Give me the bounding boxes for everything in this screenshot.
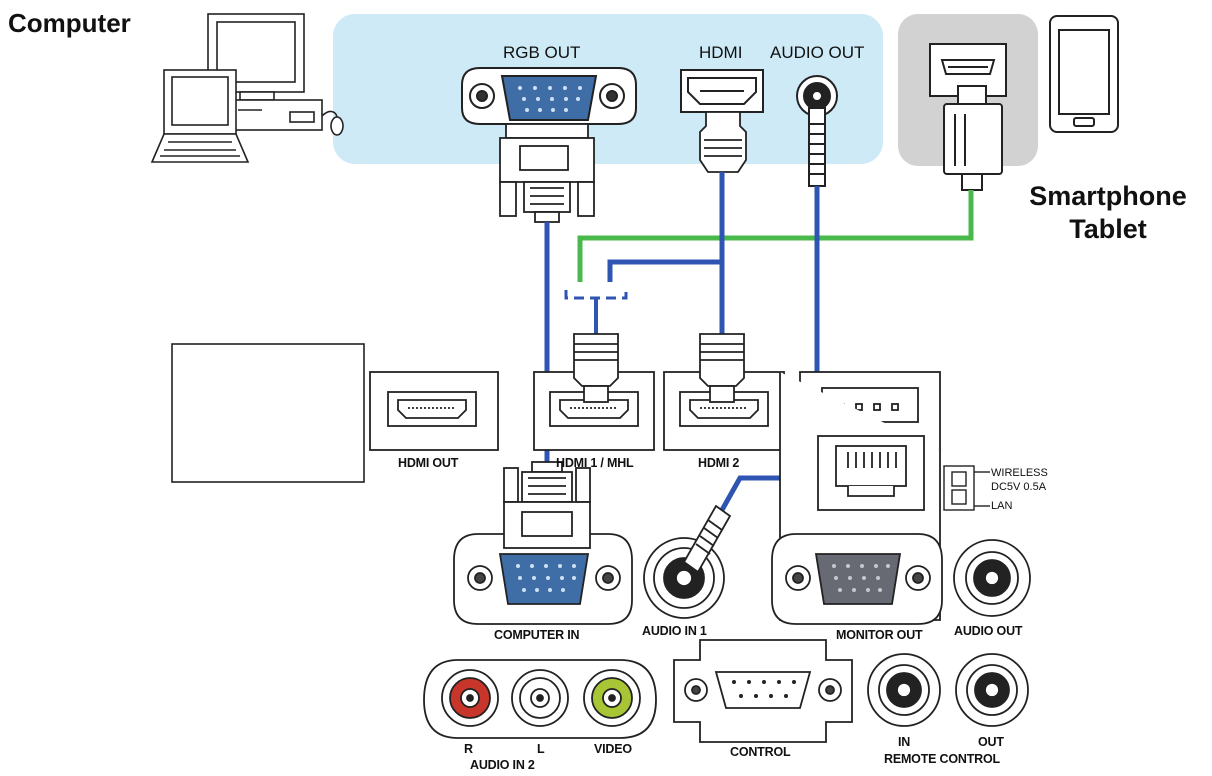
hdmi-plug-hdmi1 <box>573 333 619 403</box>
hdmi2-label: HDMI 2 <box>698 456 740 470</box>
wireless-label: WIRELESS <box>991 467 1048 479</box>
projector-audio-out-jack <box>953 539 1031 617</box>
tablet-label: Tablet <box>1069 214 1147 244</box>
smartphone-icon <box>1049 15 1119 133</box>
hdmi-plug-top <box>699 111 747 173</box>
smartphone-label: Smartphone <box>1029 181 1187 211</box>
vga-plug-top <box>499 123 595 223</box>
audio-out-label: AUDIO OUT <box>770 43 865 62</box>
computer-label: Computer <box>8 8 131 38</box>
hdmi-cable-blue <box>607 172 725 334</box>
dc5v-label: DC5V 0.5A <box>991 481 1047 493</box>
hdmi1-mhl-label: HDMI 1 / MHL <box>556 456 634 470</box>
audio-in2-r-label: R <box>464 742 473 756</box>
remote-out-label: OUT <box>978 735 1004 749</box>
rca-white-jack <box>511 669 569 727</box>
control-label: CONTROL <box>730 745 791 759</box>
micro-usb-plug <box>943 85 1003 191</box>
computer-in-port <box>453 533 633 625</box>
computer-in-label: COMPUTER IN <box>494 628 580 642</box>
computer-rgb-out-port <box>461 67 637 125</box>
audio-in1-label: AUDIO IN 1 <box>642 624 707 638</box>
monitor-out-label: MONITOR OUT <box>836 628 923 642</box>
vga-plug-bottom <box>503 461 591 549</box>
computer-icon <box>150 13 344 163</box>
computer-hdmi-port <box>680 69 764 113</box>
rca-red-jack <box>441 669 499 727</box>
display-device-box <box>171 343 365 483</box>
smartphone-tablet-label: Smartphone Tablet <box>1004 180 1212 246</box>
remote-out-jack <box>955 653 1029 727</box>
audio-in2-l-label: L <box>537 742 545 756</box>
mhl-cable-green <box>577 190 974 282</box>
audio-cable-blue <box>719 186 820 512</box>
rgb-out-label: RGB OUT <box>503 43 581 62</box>
remote-in-jack <box>867 653 941 727</box>
hdmi-out-port <box>369 371 499 451</box>
audio-in1-jack <box>643 537 725 619</box>
control-port <box>673 639 853 743</box>
mhl-adapter-bracket <box>564 290 628 300</box>
hdmi-label: HDMI <box>699 43 743 62</box>
rca-yellow-jack <box>583 669 641 727</box>
projector-audio-out-label: AUDIO OUT <box>954 624 1023 638</box>
lan-label: LAN <box>991 500 1013 512</box>
remote-in-label: IN <box>898 735 911 749</box>
hdmi-out-label: HDMI OUT <box>398 456 459 470</box>
hdmi-plug-hdmi2 <box>699 333 745 403</box>
video-label: VIDEO <box>594 742 632 756</box>
wireless-lan-switch <box>943 465 990 511</box>
audio-in2-label: AUDIO IN 2 <box>470 758 535 772</box>
remote-control-label: REMOTE CONTROL <box>884 752 1000 766</box>
audio-plug-in1 <box>682 504 732 574</box>
monitor-out-port <box>771 533 943 625</box>
